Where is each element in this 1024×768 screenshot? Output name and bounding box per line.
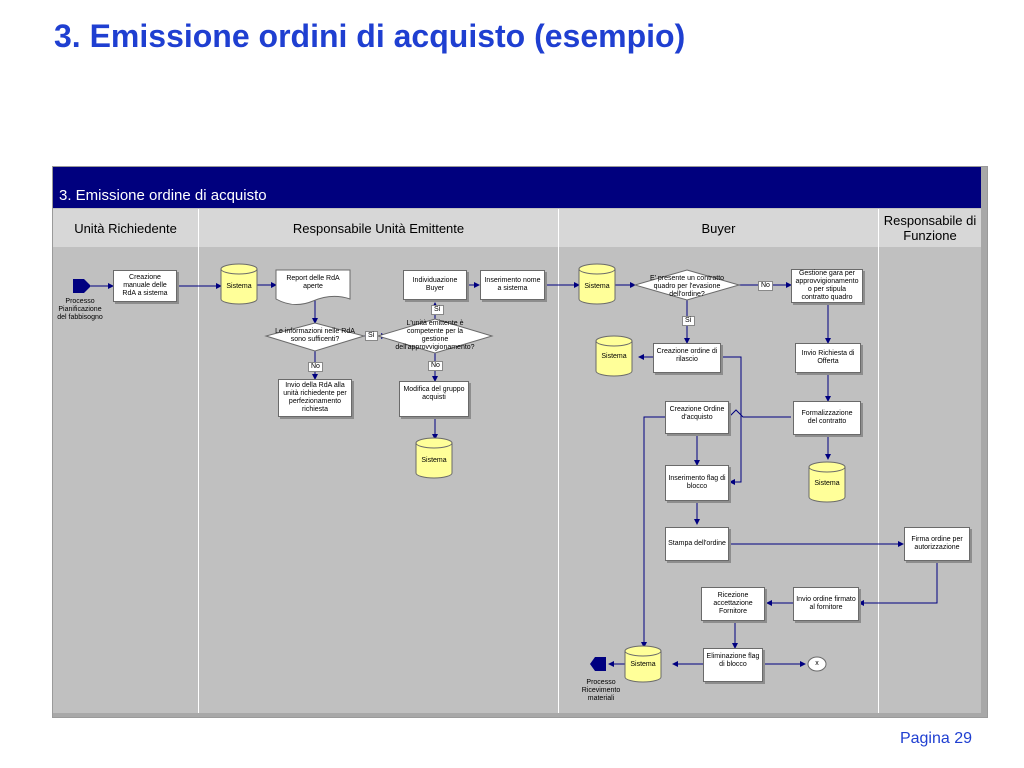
terminator-icon [807,656,827,672]
individuazione-buyer-box: Individuazione Buyer [403,270,467,300]
database-icon [595,335,633,377]
database-icon [578,263,616,305]
database-label: Sistema [226,283,252,290]
flow-arrow [728,409,791,418]
terminator-label: x [815,660,819,667]
report-document-icon [275,269,351,305]
flow-arrow [858,560,938,606]
lane-header-responsabile-unita-emittente: Responsabile Unità Emittente [199,209,558,247]
lane-divider [878,209,879,713]
report-rda-label: Report delle RdA aperte [286,275,340,290]
invio-ordine-firmato-box: Invio ordine firmato al fornitore [793,587,859,621]
end-event-label: Processo Ricevimento materiali [581,679,621,702]
modifica-gruppo-box: Modifica del gruppo acquisti [399,381,469,417]
stampa-ordine-box: Stampa dell'ordine [665,527,729,561]
creazione-ordine-rilascio-box: Creazione ordine di rilascio [653,343,721,373]
lane-divider [558,209,559,713]
database-icon [220,263,258,305]
database-label: Sistema [601,353,627,360]
firma-ordine-box: Firma ordine per autorizzazione [904,527,970,561]
decision-competente-label: L'unità emittente è competente per la ge… [395,320,475,351]
eliminazione-flag-box: Eliminazione flag di blocco [703,648,763,682]
process-diagram-panel: 3. Emissione ordine di acquisto Unità Ri… [52,166,988,718]
edge-label-no: No [428,361,443,371]
edge-label-no: No [758,281,773,291]
invio-rda-box: Invio della RdA alla unità richiedente p… [278,379,352,417]
lane-header-unita-richiedente: Unità Richiedente [53,209,198,247]
diagram-header-bar: 3. Emissione ordine di acquisto [53,167,981,208]
decision-competente-diamond [376,318,494,354]
panel-shadow-bottom [53,713,981,717]
edge-label-yes: Sì [682,316,695,326]
diagram-connectors [73,263,938,683]
database-icon [415,437,453,479]
start-event-icon [73,279,91,293]
database-label: Sistema [814,480,840,487]
database-icon [808,461,846,503]
lane-header-responsabile-funzione: Responsabile di Funzione [879,209,981,247]
lane-divider [198,209,199,713]
database-label: Sistema [584,283,610,290]
ricezione-accettazione-box: Ricezione accettazione Fornitore [701,587,765,621]
decision-info-diamond [264,322,366,352]
database-label: Sistema [421,457,447,464]
database-icon [624,645,662,683]
slide-title: 3. Emissione ordini di acquisto (esempio… [54,18,686,54]
decision-contratto-label: E' presente un contratto quadro per l'ev… [649,275,725,298]
diagram-header-title: 3. Emissione ordine di acquisto [59,187,267,204]
flow-arrow [721,356,742,485]
flow-arrow [641,416,665,648]
lane-header-buyer: Buyer [559,209,878,247]
inserimento-nome-box: Inserimento nome a sistema [480,270,545,300]
database-label: Sistema [630,661,656,668]
creazione-manuale-box: Creazione manuale delle RdA a sistema [113,270,177,302]
edge-label-no: No [308,362,323,372]
invio-richiesta-offerta-box: Invio Richiesta di Offerta [795,343,861,373]
decision-info-label: Le informazioni nelle RdA sono sufficent… [275,328,355,343]
inserimento-flag-box: Inserimento flag di blocco [665,465,729,501]
page-number: Pagina 29 [899,730,972,747]
formalizzazione-contratto-box: Formalizzazione del contratto [793,401,861,435]
creazione-ordine-acquisto-box: Creazione Ordine d'acquisto [665,401,729,434]
gestione-gara-box: Gestione gara per approvvigionamento o p… [791,269,863,303]
edge-label-yes: Sì [365,331,378,341]
edge-label-yes: Sì [431,305,444,315]
end-event-icon [590,657,606,671]
panel-shadow-right [981,167,987,717]
decision-contratto-diamond [633,269,741,301]
start-event-label: Processo Pianificazione del fabbisogno [57,298,103,321]
